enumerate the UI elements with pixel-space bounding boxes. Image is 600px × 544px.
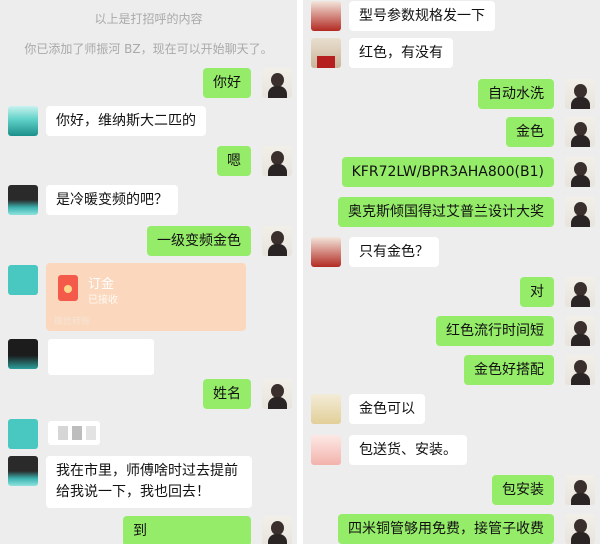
message-bubble[interactable]: 对 xyxy=(520,277,554,307)
pixelated-block xyxy=(58,426,68,440)
message-row: 金色可以 xyxy=(303,394,600,434)
girl-avatar[interactable] xyxy=(262,146,292,176)
message-row: 金色好搭配 xyxy=(303,355,600,395)
message-row: 你好，维纳斯大二匹的 xyxy=(0,106,297,146)
left-chat-panel[interactable]: 以上是打招呼的内容 你已添加了师振河 BZ，现在可以开始聊天了。 你好 你好，维… xyxy=(0,0,297,544)
tan-avatar[interactable] xyxy=(311,38,341,68)
message-row: KFR72LW/BPR3AHA800(B1) xyxy=(303,157,600,197)
blank-message[interactable] xyxy=(48,339,154,375)
payment-status: 已接收 xyxy=(88,295,118,306)
message-bubble[interactable]: 到 xyxy=(123,516,251,544)
girl-avatar[interactable] xyxy=(565,355,595,385)
girl-avatar[interactable] xyxy=(262,516,292,544)
message-bubble[interactable]: 金色 xyxy=(506,117,554,147)
message-row: 你好 xyxy=(0,68,297,108)
girl-avatar[interactable] xyxy=(262,68,292,98)
message-bubble[interactable]: 奥克斯倾国得过艾普兰设计大奖 xyxy=(338,197,554,227)
red-avatar[interactable] xyxy=(311,1,341,31)
message-row: 是冷暖变频的吧？ xyxy=(0,185,297,225)
message-bubble[interactable]: 型号参数规格发一下 xyxy=(349,1,495,31)
message-row: 对 xyxy=(303,277,600,317)
pixelated-block xyxy=(86,426,96,440)
message-bubble[interactable]: 是冷暖变频的吧？ xyxy=(46,185,178,215)
red-envelope-icon xyxy=(58,275,78,301)
sea-avatar[interactable] xyxy=(8,106,38,136)
sea-avatar[interactable] xyxy=(8,185,38,215)
blank-message[interactable] xyxy=(48,421,100,445)
payment-card[interactable]: 订金 已接收 微信转账 xyxy=(46,263,246,331)
message-row: 红色流行时间短 xyxy=(303,316,600,356)
payment-title: 订金 xyxy=(88,277,115,292)
message-row: 型号参数规格发一下 xyxy=(303,1,600,41)
sea-avatar[interactable] xyxy=(8,339,38,369)
message-row: 自动水洗 xyxy=(303,79,600,119)
girl-avatar[interactable] xyxy=(565,197,595,227)
message-bubble[interactable]: 包安装 xyxy=(492,475,554,505)
girl-avatar[interactable] xyxy=(565,79,595,109)
message-bubble[interactable]: 我在市里，师傅啥时过去提前给我说一下，我也回去！ xyxy=(46,456,252,508)
girl-avatar[interactable] xyxy=(565,316,595,346)
girl-avatar[interactable] xyxy=(565,475,595,505)
message-bubble[interactable]: 你好 xyxy=(203,68,251,98)
message-bubble[interactable]: 红色流行时间短 xyxy=(436,316,554,346)
message-bubble[interactable]: 你好，维纳斯大二匹的 xyxy=(46,106,206,136)
girl-avatar[interactable] xyxy=(262,379,292,409)
message-row: 奥克斯倾国得过艾普兰设计大奖 xyxy=(303,197,600,237)
message-row: 到 xyxy=(0,516,297,544)
message-bubble[interactable]: 包送货、安装。 xyxy=(349,435,467,465)
panel-divider xyxy=(297,0,303,544)
red-avatar[interactable] xyxy=(311,237,341,267)
message-bubble[interactable]: KFR72LW/BPR3AHA800(B1) xyxy=(341,157,554,187)
message-row: 一级变频金色 xyxy=(0,226,297,266)
girl-avatar[interactable] xyxy=(565,277,595,307)
message-row: 包安装 xyxy=(303,475,600,515)
message-row: 四米铜管够用免费，接管子收费 xyxy=(303,514,600,544)
message-row: 我在市里，师傅啥时过去提前给我说一下，我也回去！ xyxy=(0,456,297,508)
message-bubble[interactable]: 姓名 xyxy=(203,379,251,409)
sea-avatar[interactable] xyxy=(8,419,38,449)
system-notice-friend-added: 你已添加了师振河 BZ，现在可以开始聊天了。 xyxy=(24,42,273,56)
message-bubble[interactable]: 自动水洗 xyxy=(478,79,554,109)
message-bubble[interactable]: 只有金色？ xyxy=(349,237,439,267)
message-row: 姓名 xyxy=(0,379,297,419)
message-row: 嗯 xyxy=(0,146,297,186)
message-bubble[interactable]: 红色，有没有 xyxy=(349,38,453,68)
message-bubble[interactable]: 四米铜管够用免费，接管子收费 xyxy=(338,514,554,544)
sea-avatar[interactable] xyxy=(8,265,38,295)
message-row: 包送货、安装。 xyxy=(303,435,600,475)
message-bubble[interactable]: 一级变频金色 xyxy=(147,226,251,256)
message-row: 金色 xyxy=(303,117,600,157)
pink-avatar[interactable] xyxy=(311,435,341,465)
girl-avatar[interactable] xyxy=(565,157,595,187)
payment-footer: 微信转账 xyxy=(54,317,91,327)
girl-avatar[interactable] xyxy=(565,117,595,147)
pixelated-block xyxy=(72,426,82,440)
message-row: 红色，有没有 xyxy=(303,38,600,78)
message-bubble[interactable]: 金色好搭配 xyxy=(464,355,554,385)
message-row: 只有金色？ xyxy=(303,237,600,277)
message-bubble[interactable]: 嗯 xyxy=(217,146,251,176)
pale-avatar[interactable] xyxy=(311,394,341,424)
girl-avatar[interactable] xyxy=(565,514,595,544)
sea-avatar[interactable] xyxy=(8,456,38,486)
message-bubble[interactable]: 金色可以 xyxy=(349,394,425,424)
system-notice-greeting: 以上是打招呼的内容 xyxy=(94,12,203,26)
right-chat-panel[interactable]: 型号参数规格发一下 红色，有没有 自动水洗 金色 KFR72LW/BPR3AHA… xyxy=(303,0,600,544)
girl-avatar[interactable] xyxy=(262,226,292,256)
